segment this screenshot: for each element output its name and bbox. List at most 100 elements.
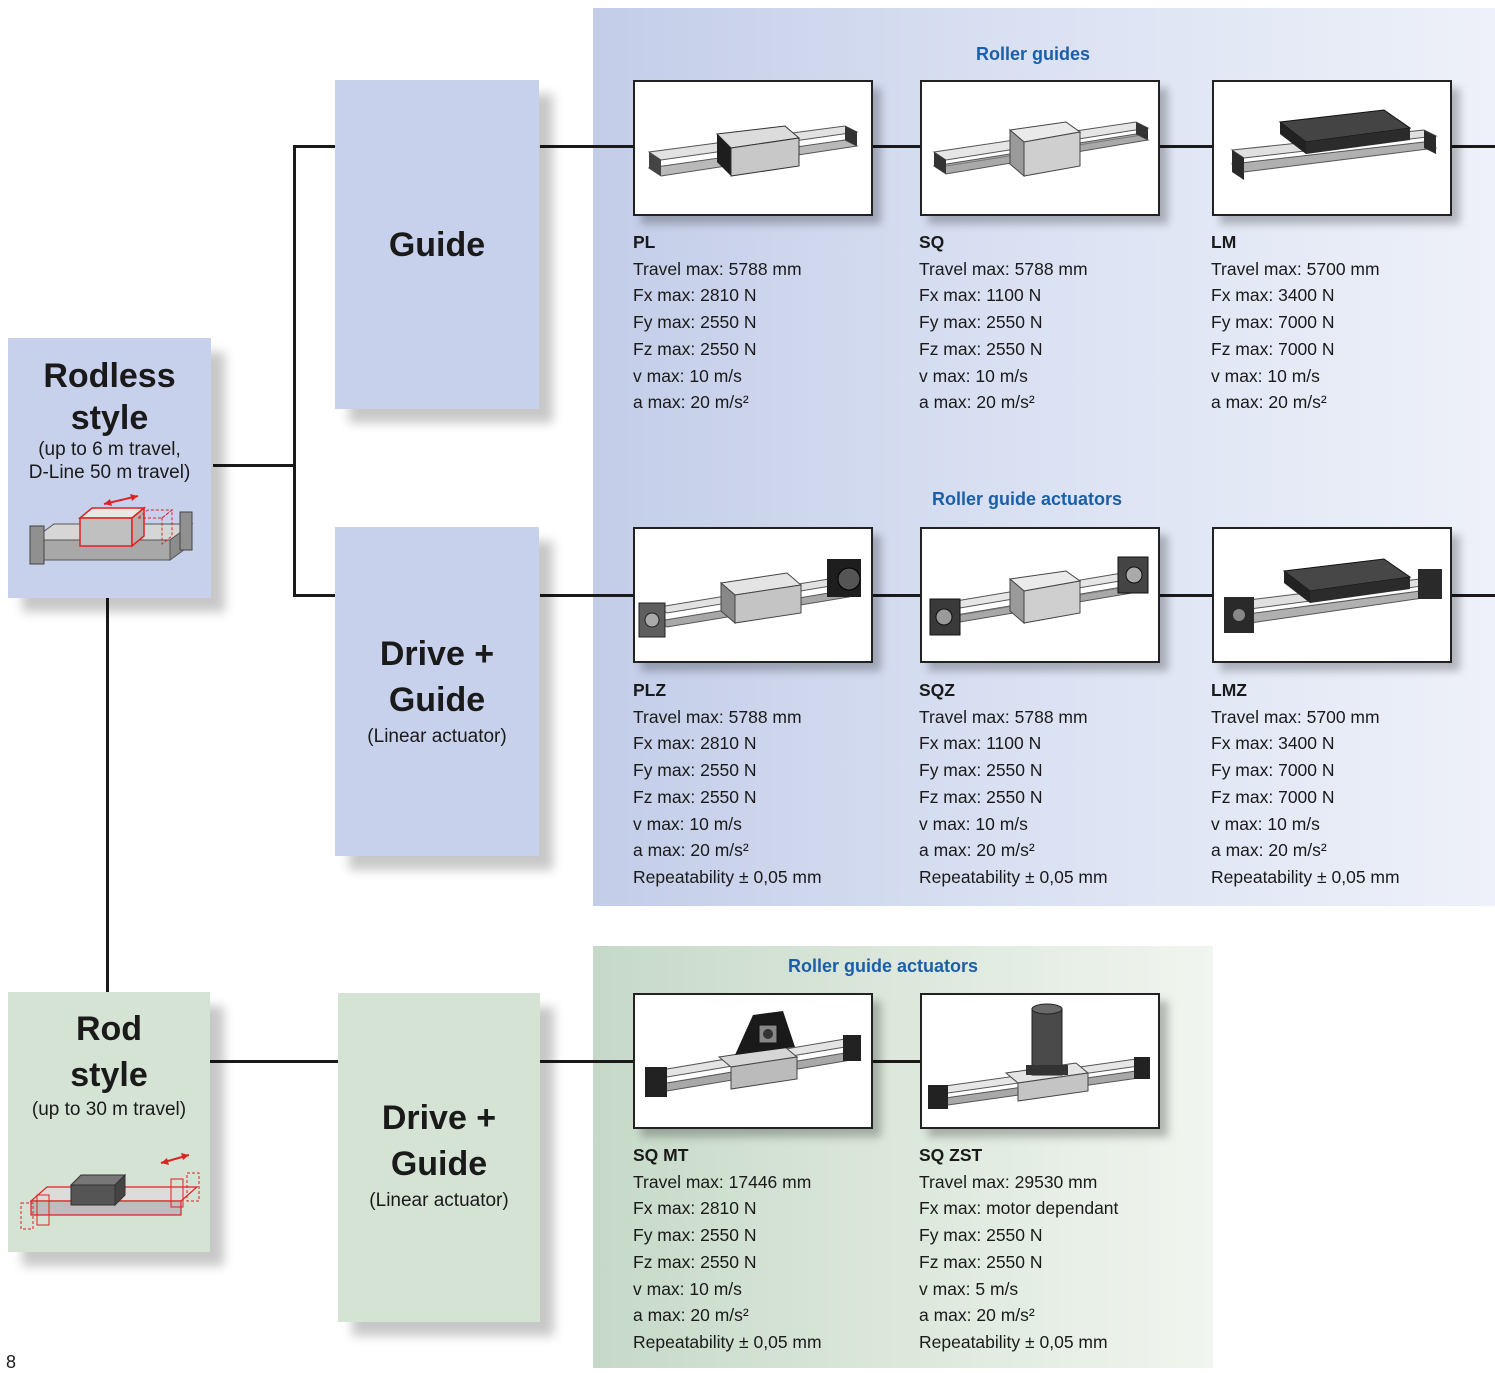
spec-row: a max: 20 m/s² (919, 840, 1035, 861)
linear-actuator-icon (638, 559, 861, 638)
linear-actuator-icon (645, 1011, 861, 1097)
linear-guide-icon (932, 121, 1150, 178)
spec-row: Travel max: 5788 mm (633, 706, 802, 727)
drive-guide-sub: (Linear actuator) (369, 1190, 509, 1211)
spec-row: Fx max: 1100 N (919, 733, 1042, 754)
product-image-lmz (1212, 527, 1452, 663)
product-name: PL (633, 232, 656, 252)
spec-row: Fx max: 3400 N (1211, 733, 1335, 754)
spec-row: a max: 20 m/s² (633, 1305, 749, 1326)
drive-guide-sub: (Linear actuator) (367, 726, 507, 747)
spec-row: v max: 10 m/s (1211, 365, 1320, 386)
product-name: SQ (919, 232, 945, 252)
spec-row: Repeatability ± 0,05 mm (633, 1331, 822, 1352)
spec-row: Fz max: 7000 N (1211, 786, 1335, 807)
spec-row: Fy max: 2550 N (633, 312, 757, 333)
connector-line (1160, 145, 1212, 148)
spec-row: v max: 10 m/s (633, 365, 742, 386)
spec-row: v max: 10 m/s (919, 365, 1028, 386)
spec-row: Fx max: 3400 N (1211, 285, 1335, 306)
connector-line (210, 1060, 338, 1063)
spec-row: Repeatability ± 0,05 mm (919, 1331, 1108, 1352)
product-image-sq (920, 80, 1160, 216)
spec-row: Fz max: 2550 N (919, 786, 1043, 807)
spec-row: v max: 10 m/s (919, 813, 1028, 834)
connector-line (540, 594, 635, 597)
spec-row: Travel max: 5788 mm (919, 706, 1088, 727)
spec-row: Travel max: 17446 mm (633, 1171, 812, 1192)
rodless-style-box: Rodless style (up to 6 m travel, D-Line … (8, 338, 211, 598)
section-title-roller-guide-actuators: Roller guide actuators (932, 489, 1123, 509)
product-image-lm (1212, 80, 1452, 216)
connector-line (540, 145, 635, 148)
spec-row: a max: 20 m/s² (1211, 840, 1327, 861)
spec-row: Fx max: 2810 N (633, 733, 757, 754)
guide-box: Guide (335, 80, 539, 409)
connector-line (872, 594, 920, 597)
spec-row: Fx max: 1100 N (919, 285, 1042, 306)
spec-row: Fz max: 2550 N (633, 1251, 757, 1272)
spec-row: a max: 20 m/s² (919, 1305, 1035, 1326)
spec-row: Repeatability ± 0,05 mm (919, 866, 1108, 887)
spec-row: v max: 5 m/s (919, 1278, 1019, 1299)
page-number: 8 (6, 1352, 17, 1372)
product-name: LM (1211, 232, 1237, 252)
rod-sub-line1: (up to 30 m travel) (31, 1099, 187, 1120)
product-name: SQ ZST (919, 1145, 983, 1165)
spec-row: Fx max: 2810 N (633, 1198, 757, 1219)
spec-row: Fz max: 2550 N (633, 786, 757, 807)
product-image-sqz (920, 527, 1160, 663)
rod-title-line1: Rod (75, 1010, 143, 1048)
section-title-roller-guides: Roller guides (976, 44, 1091, 64)
spec-row: a max: 20 m/s² (919, 392, 1035, 413)
connector-line (1448, 594, 1495, 597)
drive-guide-title-line1: Drive + (381, 1099, 497, 1137)
spec-row: Fx max: 2810 N (633, 285, 757, 306)
spec-row: v max: 10 m/s (633, 813, 742, 834)
rod-title-line2: style (70, 1056, 148, 1094)
rod-illustration-icon (20, 1153, 200, 1230)
drive-guide-title-line2: Guide (388, 681, 486, 719)
guide-title: Guide (388, 226, 486, 264)
drive-guide-box-rod: Drive + Guide (Linear actuator) (338, 993, 540, 1322)
spec-row: Fz max: 2550 N (919, 1251, 1043, 1272)
spec-row: a max: 20 m/s² (633, 840, 749, 861)
spec-row: Travel max: 5788 mm (633, 258, 802, 279)
spec-row: Fz max: 2550 N (919, 338, 1043, 359)
linear-actuator-icon (928, 1003, 1150, 1109)
product-name: SQ MT (633, 1145, 689, 1165)
connector-line (213, 464, 295, 467)
spec-row: Fy max: 2550 N (919, 312, 1043, 333)
spec-row: Fz max: 2550 N (633, 338, 757, 359)
spec-row: v max: 10 m/s (633, 1278, 742, 1299)
connector-line (293, 145, 335, 148)
spec-row: Fz max: 7000 N (1211, 338, 1335, 359)
spec-row: Travel max: 5700 mm (1211, 258, 1380, 279)
spec-row: Fy max: 2550 N (919, 760, 1043, 781)
connector-line (872, 1060, 920, 1063)
spec-row: Travel max: 29530 mm (919, 1171, 1098, 1192)
product-name: LMZ (1211, 680, 1247, 700)
spec-row: Repeatability ± 0,05 mm (633, 866, 822, 887)
spec-row: Fy max: 2550 N (633, 760, 757, 781)
connector-line (540, 1060, 635, 1063)
linear-guide-icon (647, 125, 859, 177)
connector-line (1160, 594, 1212, 597)
spec-row: Travel max: 5700 mm (1211, 706, 1380, 727)
spec-row: a max: 20 m/s² (1211, 392, 1327, 413)
drive-guide-title-line2: Guide (390, 1145, 488, 1183)
connector-line (1448, 145, 1495, 148)
connector-line (293, 594, 335, 597)
connector-line (872, 145, 920, 148)
rodless-title-line1: Rodless (43, 357, 176, 395)
drive-guide-box-rodless: Drive + Guide (Linear actuator) (335, 527, 539, 856)
rodless-title-line2: style (70, 399, 149, 437)
rodless-illustration-icon (29, 494, 194, 565)
spec-row: Repeatability ± 0,05 mm (1211, 866, 1400, 887)
